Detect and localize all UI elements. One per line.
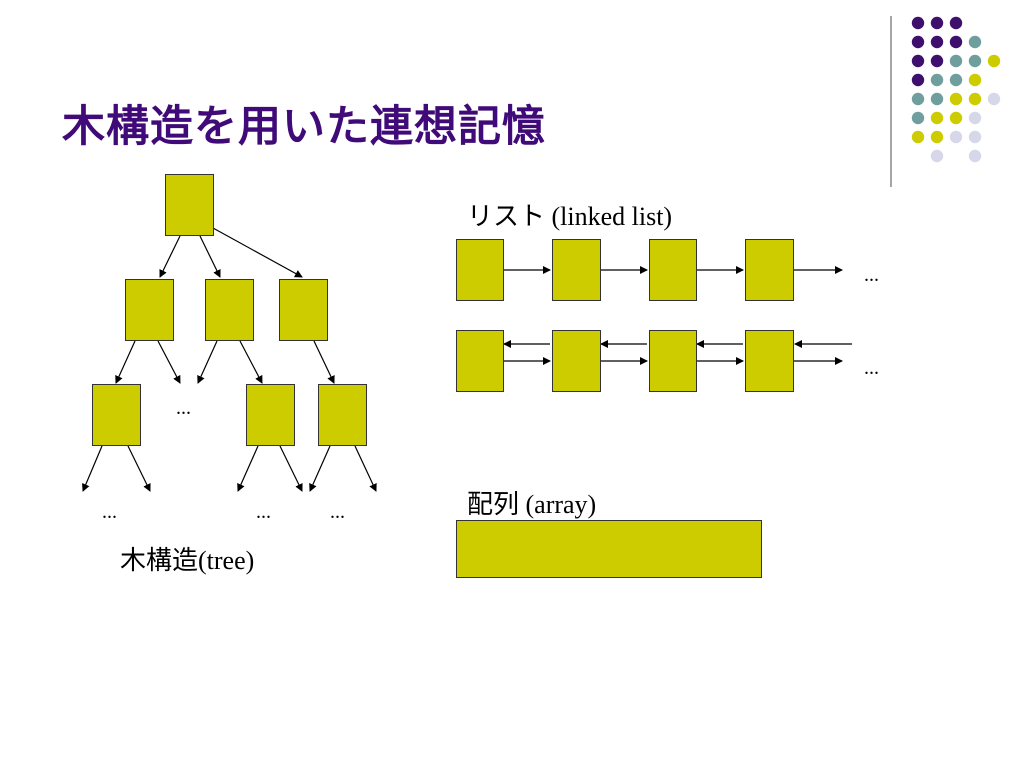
dlist-node — [745, 330, 794, 392]
decoration-dot — [987, 92, 1001, 106]
tree-edge — [115, 340, 136, 384]
decoration-dot — [949, 92, 963, 106]
decoration-dot — [911, 35, 925, 49]
decoration-dot — [968, 92, 982, 106]
tree-edge — [237, 445, 259, 492]
tree-label: 木構造(tree) — [120, 546, 255, 575]
decoration-dot — [949, 54, 963, 68]
tree-ellipsis: ... — [330, 501, 345, 523]
decoration-dot — [968, 111, 982, 125]
decoration-dot — [930, 130, 944, 144]
decoration-dot — [911, 16, 925, 30]
decoration-dot — [949, 130, 963, 144]
dlist-node — [649, 330, 697, 392]
tree-edge — [279, 445, 303, 492]
tree-node — [92, 384, 141, 446]
tree-edge — [159, 235, 181, 278]
tree-edge — [157, 340, 181, 384]
array-label: 配列 (array) — [467, 490, 597, 519]
list-node — [649, 239, 697, 301]
tree-edge — [127, 445, 151, 492]
dlist-node — [456, 330, 504, 392]
decoration-dot — [930, 73, 944, 87]
list-node — [552, 239, 601, 301]
decoration-dot — [968, 54, 982, 68]
tree-ellipsis: ... — [102, 501, 117, 523]
tree-node — [125, 279, 174, 341]
decoration-dot — [968, 73, 982, 87]
decoration-dot — [968, 149, 982, 163]
decoration-dot — [949, 73, 963, 87]
decoration-dot — [911, 54, 925, 68]
array-block — [456, 520, 762, 578]
list-ellipsis: ... — [864, 264, 879, 286]
decoration-dot — [930, 54, 944, 68]
decoration-dot — [949, 35, 963, 49]
slide-title: 木構造を用いた連想記憶 — [62, 102, 546, 152]
decoration-dot — [968, 35, 982, 49]
tree-node — [205, 279, 254, 341]
decoration-dot — [968, 130, 982, 144]
tree-node-root — [165, 174, 214, 236]
dlist-node — [552, 330, 601, 392]
tree-ellipsis: ... — [256, 501, 271, 523]
decoration-dot — [949, 111, 963, 125]
tree-edge — [199, 235, 221, 278]
list-node — [456, 239, 504, 301]
decoration-dot — [987, 54, 1001, 68]
dlist-ellipsis: ... — [864, 357, 879, 379]
tree-edge — [239, 340, 263, 384]
tree-edge — [354, 445, 377, 492]
tree-ellipsis: ... — [176, 397, 191, 419]
corner-dot-decoration — [890, 16, 1001, 187]
decoration-dot — [930, 111, 944, 125]
tree-node — [246, 384, 295, 446]
decoration-dot — [930, 92, 944, 106]
decoration-dot — [930, 35, 944, 49]
decoration-dot — [911, 130, 925, 144]
tree-node — [318, 384, 367, 446]
list-node — [745, 239, 794, 301]
decoration-dot — [911, 73, 925, 87]
tree-edge — [197, 340, 218, 384]
decoration-dot — [949, 16, 963, 30]
decoration-dot — [911, 111, 925, 125]
decoration-dot — [930, 149, 944, 163]
decoration-dot — [930, 16, 944, 30]
tree-edge — [82, 445, 103, 492]
tree-edge — [212, 227, 303, 278]
linked-list-label: リスト (linked list) — [467, 202, 673, 231]
tree-node — [279, 279, 328, 341]
tree-edge — [313, 340, 335, 384]
decoration-dot — [911, 92, 925, 106]
tree-edge — [309, 445, 331, 492]
